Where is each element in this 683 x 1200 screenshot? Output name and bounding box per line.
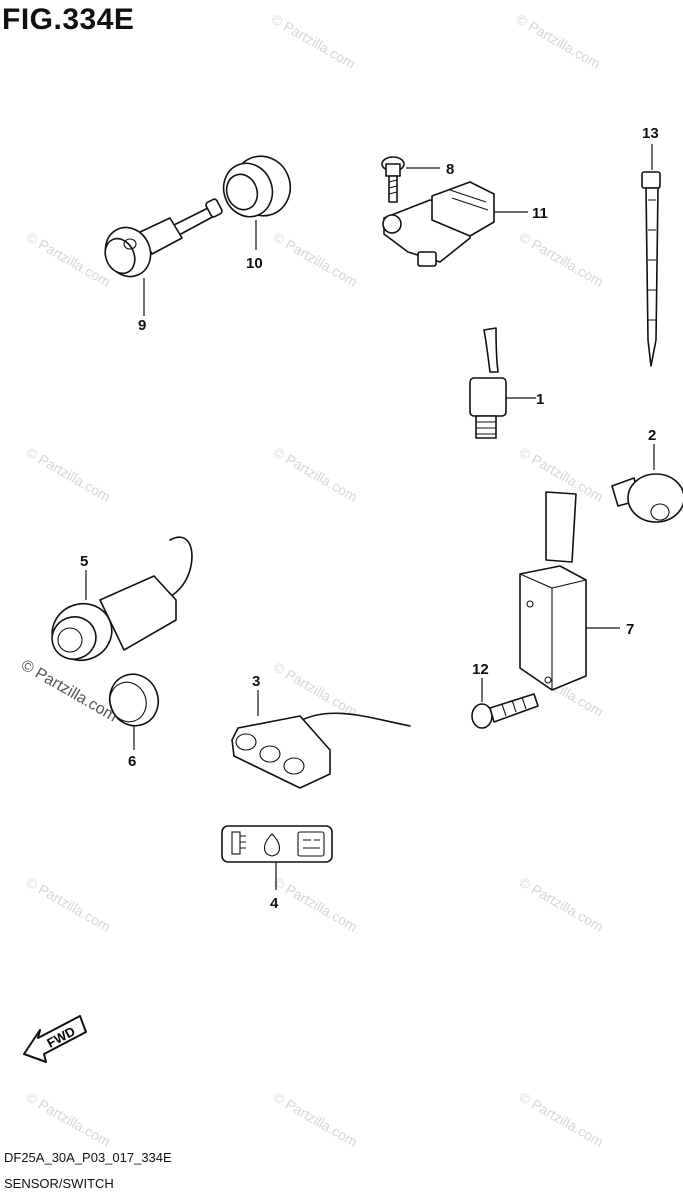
part-4-decal [221,825,333,890]
part-13-cable-tie [641,144,661,367]
watermark: © Partzilla.com [517,1089,607,1150]
callout-11: 11 [532,205,548,222]
part-12-bolt [471,678,539,729]
figure-title: FIG.334E [2,3,135,36]
callout-12: 12 [472,661,489,678]
watermark: © Partzilla.com [517,874,607,935]
part-9-sensor [104,198,223,316]
watermark: © Partzilla.com [517,229,607,290]
fwd-arrow: FWD [23,1015,87,1063]
watermark: © Partzilla.com [514,11,604,72]
figure-code: DF25A_30A_P03_017_334E [4,1150,172,1165]
callout-1: 1 [536,391,544,408]
callout-5: 5 [80,553,88,570]
watermark: © Partzilla.com [24,444,114,505]
part-2-knock-sensor [611,444,683,523]
part-7-switch [519,491,620,691]
watermark: © Partzilla.com [271,229,361,290]
callout-10: 10 [246,255,263,272]
callout-7: 7 [626,621,634,638]
part-8-bolt [381,156,440,203]
part-6-cap [108,673,160,750]
figure-name: SENSOR/SWITCH [4,1176,114,1191]
part-5-sensor [51,536,193,662]
watermark: © Partzilla.com [271,659,361,720]
watermark: © Partzilla.com [24,874,114,935]
watermark: © Partzilla.com [271,1089,361,1150]
watermark: © Partzilla.com [271,874,361,935]
watermark-feature: © Partzilla.com [18,657,120,726]
callout-8: 8 [446,161,454,178]
watermark-layer: © Partzilla.com © Partzilla.com © Partzi… [18,11,606,1150]
watermark: © Partzilla.com [271,444,361,505]
callout-4: 4 [270,895,279,912]
callout-3: 3 [252,673,260,690]
callout-13: 13 [642,125,659,142]
watermark: © Partzilla.com [269,11,359,72]
part-1-temp-sensor [469,327,536,439]
callout-2: 2 [648,427,656,444]
watermark: © Partzilla.com [24,229,114,290]
part-11-map-sensor [382,181,528,267]
part-10-grommet [222,155,292,250]
callout-labels: 1 2 3 4 5 6 7 8 9 10 11 12 13 [80,125,659,912]
part-3-indicator [231,690,411,789]
callout-9: 9 [138,317,146,334]
callout-6: 6 [128,753,136,770]
fwd-label: FWD [44,1023,77,1050]
watermark: © Partzilla.com [24,1089,114,1150]
